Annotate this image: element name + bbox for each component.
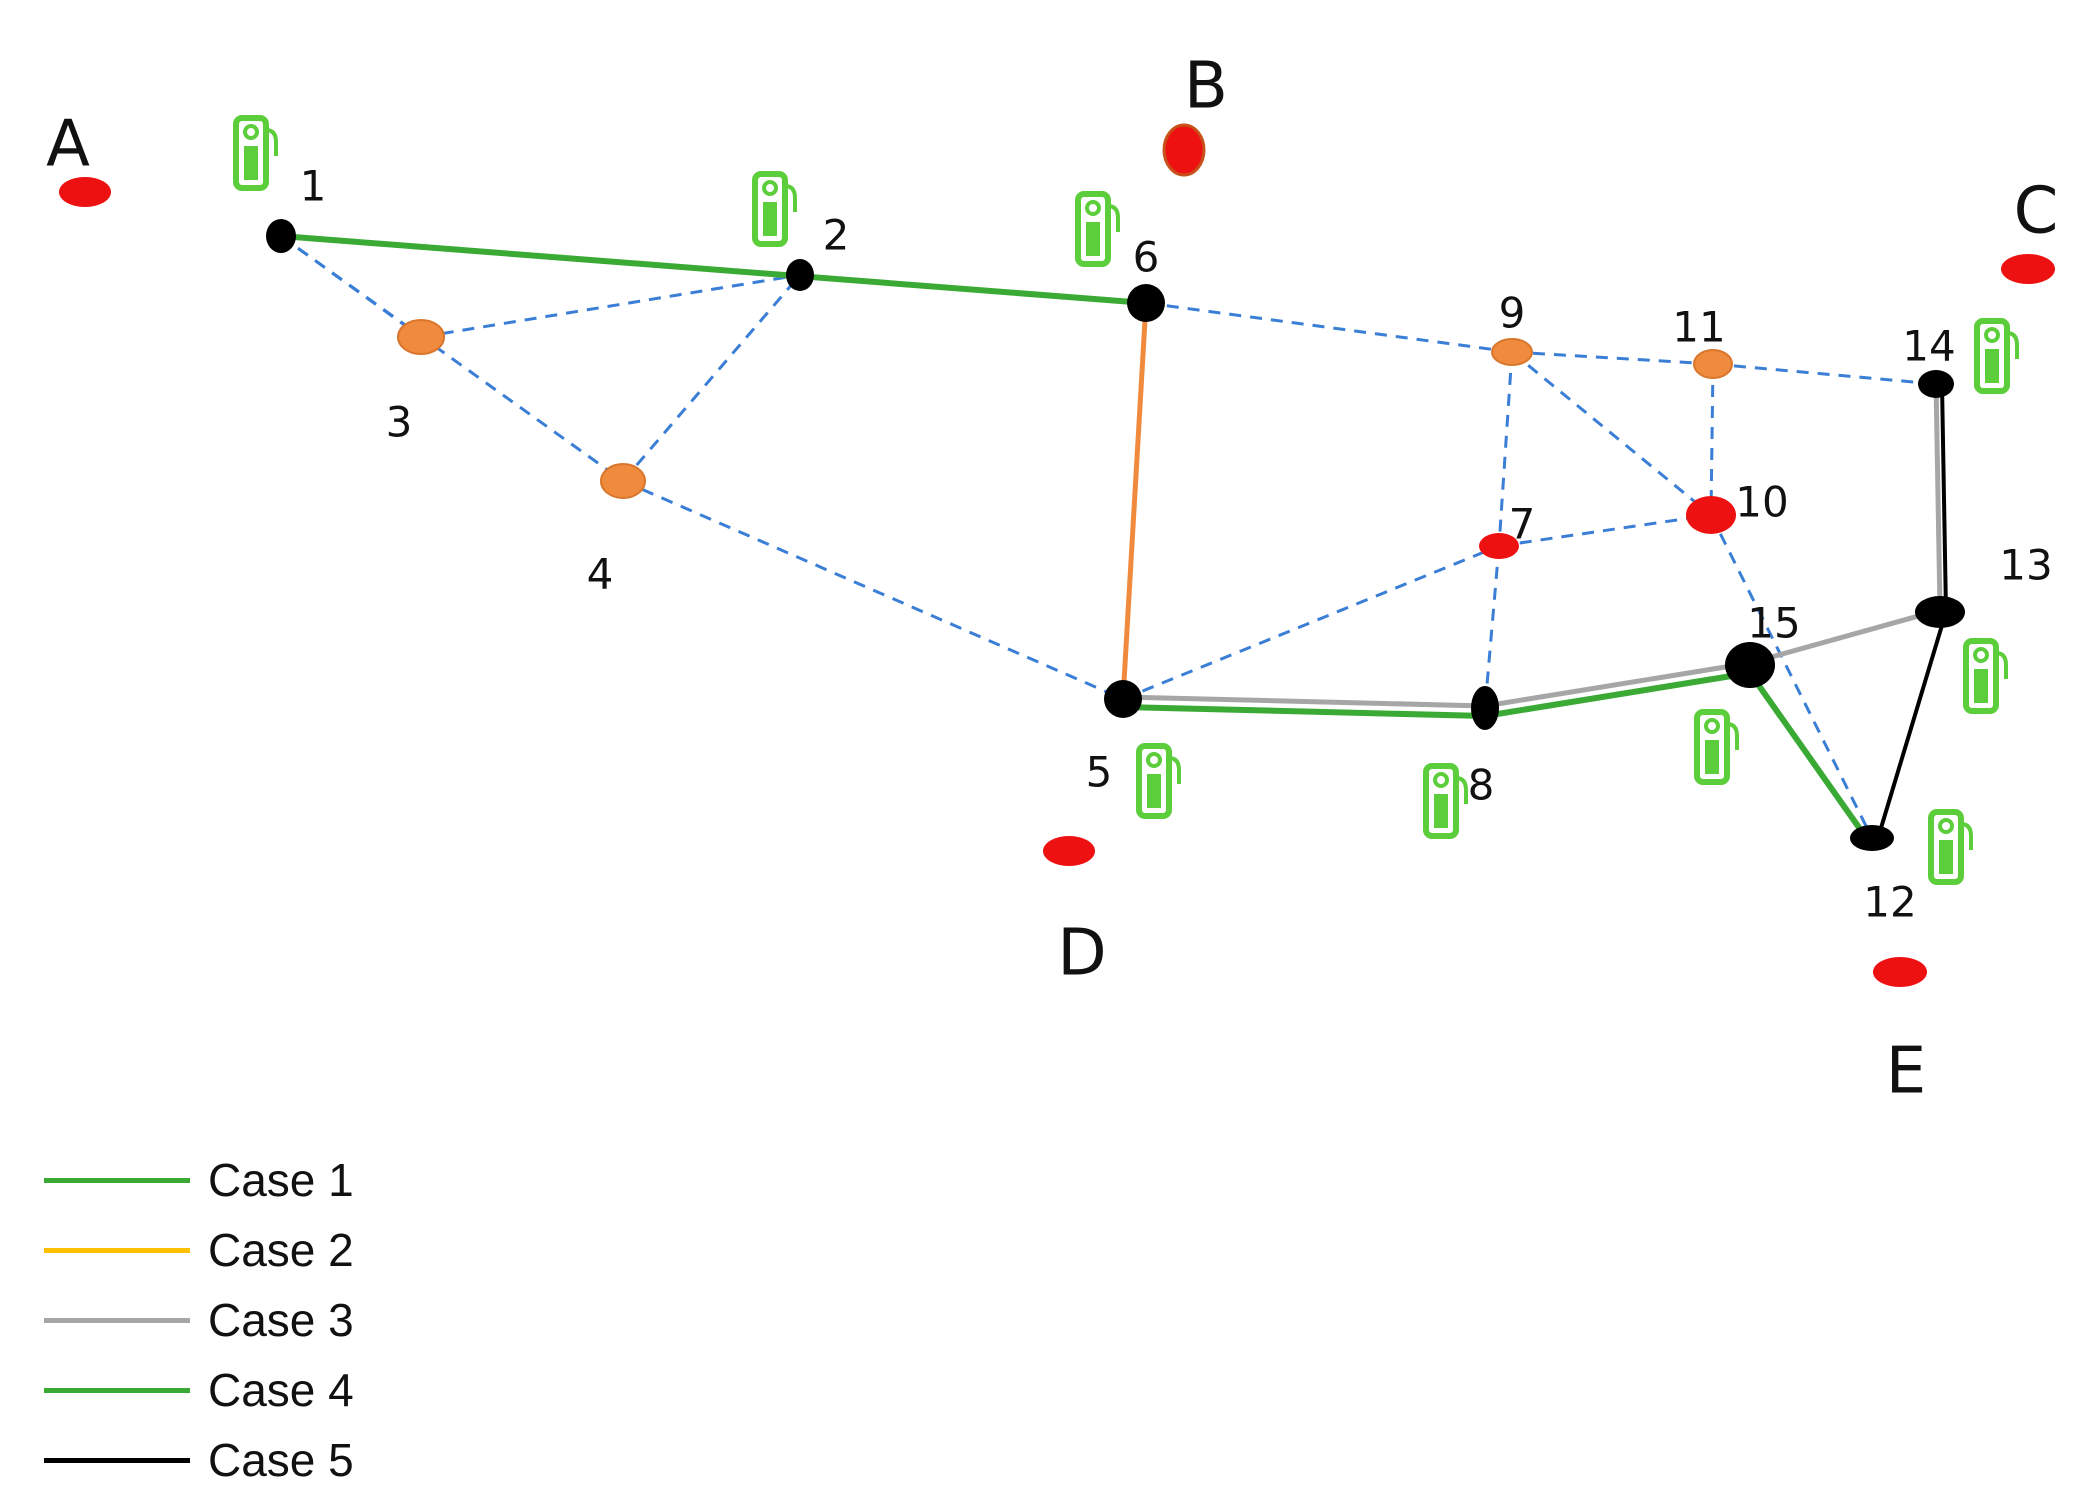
dashed-edge-11-10 xyxy=(1709,363,1715,516)
legend-swatch-case2 xyxy=(44,1247,190,1253)
place-marker-D xyxy=(1043,836,1095,866)
node-5 xyxy=(1104,680,1142,718)
legend-swatch-case4 xyxy=(44,1387,190,1393)
node-label-10: 10 xyxy=(1735,478,1788,527)
node-label-5: 5 xyxy=(1086,748,1113,797)
dashed-edge-9-10 xyxy=(1511,350,1712,517)
place-marker-E xyxy=(1873,957,1927,987)
charging-station-icon-6 xyxy=(1075,191,1120,267)
route-case1-8-15 xyxy=(1482,670,1753,719)
route-case5-12-13 xyxy=(1876,610,1948,840)
node-9 xyxy=(1491,338,1533,366)
node-label-15: 15 xyxy=(1747,599,1800,648)
node-15 xyxy=(1725,642,1775,688)
dashed-edge-4-2 xyxy=(621,274,802,482)
node-label-8: 8 xyxy=(1468,761,1495,810)
place-label-C: C xyxy=(2014,175,2059,249)
route-case3-13-14 xyxy=(1933,379,1943,613)
destination-places: A B C D E xyxy=(46,50,2058,1109)
route-case3-15-13 xyxy=(1747,607,1943,666)
dashed-edge-3-2 xyxy=(420,273,801,339)
node-label-2: 2 xyxy=(823,211,850,260)
charging-station-icon-2 xyxy=(752,171,797,247)
node-8 xyxy=(1471,686,1499,730)
node-label-13: 13 xyxy=(1999,541,2052,590)
place-marker-A xyxy=(59,177,111,207)
dashed-edge-9-11 xyxy=(1511,350,1714,366)
charging-station-icon-13 xyxy=(1963,638,2008,714)
route-case2-6-5 xyxy=(1120,300,1149,702)
dashed-edge-11-14 xyxy=(1712,362,1937,386)
node-3 xyxy=(397,319,445,355)
legend-swatch-case5 xyxy=(44,1457,190,1463)
node-14 xyxy=(1918,370,1954,398)
charging-station-icon-15 xyxy=(1694,709,1739,785)
dashed-edge-9-7 xyxy=(1497,351,1514,547)
dashed-edge-1-4 xyxy=(280,234,624,483)
node-2 xyxy=(786,259,814,291)
node-4 xyxy=(600,463,646,499)
node-13 xyxy=(1915,596,1965,628)
node-11 xyxy=(1693,349,1733,379)
legend-label-case2: Case 2 xyxy=(208,1224,354,1276)
dashed-edge-7-10 xyxy=(1498,513,1712,548)
node-label-4: 4 xyxy=(587,550,614,599)
charging-station-icon-5 xyxy=(1136,743,1181,819)
legend-label-case4: Case 4 xyxy=(208,1364,354,1416)
dashed-edge-6-9 xyxy=(1145,301,1513,354)
node-6 xyxy=(1127,284,1165,322)
node-7 xyxy=(1479,533,1519,559)
node-label-11: 11 xyxy=(1672,303,1725,352)
node-1 xyxy=(266,219,296,253)
place-label-E: E xyxy=(1886,1035,1926,1109)
place-marker-C xyxy=(2001,254,2055,284)
legend-item-case4: Case 4 xyxy=(44,1360,354,1420)
place-label-B: B xyxy=(1184,50,1228,124)
dashed-edge-10-12 xyxy=(1709,514,1874,839)
route-case4-1-6 xyxy=(278,233,1149,306)
legend: Case 1 Case 2 Case 3 Case 4 Case 5 xyxy=(44,1150,444,1490)
legend-item-case2: Case 2 xyxy=(44,1220,354,1280)
legend-item-case1: Case 1 xyxy=(44,1150,354,1210)
node-label-3: 3 xyxy=(386,398,413,447)
charging-station-icon-1 xyxy=(233,115,278,191)
charging-station-icon-12 xyxy=(1928,809,1973,885)
route-case3-5-8 xyxy=(1120,694,1488,709)
node-label-9: 9 xyxy=(1499,289,1526,338)
place-marker-B xyxy=(1162,123,1206,177)
node-label-6: 6 xyxy=(1133,233,1160,282)
place-label-D: D xyxy=(1057,917,1106,991)
legend-swatch-case1 xyxy=(44,1177,190,1183)
legend-swatch-case3 xyxy=(44,1317,190,1323)
node-label-12: 12 xyxy=(1863,878,1916,927)
node-12 xyxy=(1850,825,1894,851)
route-edges xyxy=(278,233,1948,849)
charging-station-icon-8 xyxy=(1423,763,1468,839)
node-label-7: 7 xyxy=(1509,500,1536,549)
dashed-edge-5-7 xyxy=(1122,544,1500,701)
node-10 xyxy=(1686,496,1736,534)
dashed-edge-7-8 xyxy=(1483,545,1501,709)
legend-label-case5: Case 5 xyxy=(208,1434,354,1486)
route-case5-13-14 xyxy=(1940,382,1948,614)
node-label-14: 14 xyxy=(1902,322,1955,371)
place-label-A: A xyxy=(46,108,90,182)
legend-label-case1: Case 1 xyxy=(208,1154,354,1206)
charging-station-icon-14 xyxy=(1974,318,2019,394)
legend-label-case3: Case 3 xyxy=(208,1294,354,1346)
dashed-edge-4-5 xyxy=(622,479,1124,701)
charging-stations xyxy=(233,115,2019,885)
route-case1-5-8 xyxy=(1120,704,1488,719)
legend-item-case5: Case 5 xyxy=(44,1430,354,1490)
route-case1-15-12 xyxy=(1747,670,1875,849)
node-label-1: 1 xyxy=(300,162,327,211)
route-case3-8-15 xyxy=(1482,660,1753,709)
legend-item-case3: Case 3 xyxy=(44,1290,354,1350)
